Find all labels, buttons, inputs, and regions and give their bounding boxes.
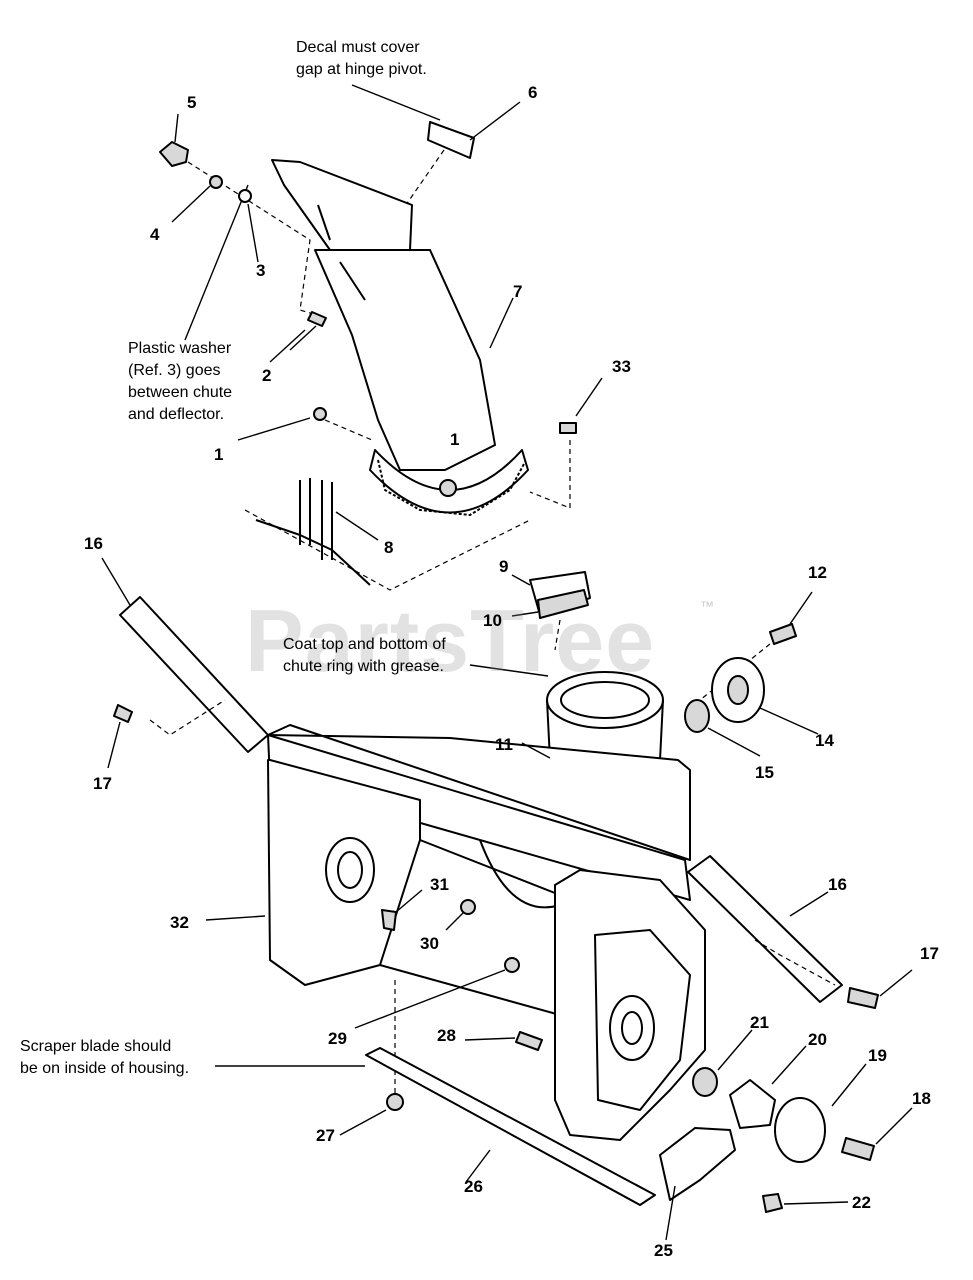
- scraper-note: Scraper blade should be on inside of hou…: [20, 1036, 189, 1080]
- part-label-25: 25: [654, 1241, 673, 1260]
- part-label-12: 12: [808, 563, 827, 582]
- watermark: PartsTree: [245, 591, 656, 690]
- part-label-11: 11: [495, 735, 513, 754]
- part-label-29: 29: [328, 1029, 347, 1048]
- part-label-20: 20: [808, 1030, 827, 1049]
- chute-gear-ring: [369, 449, 529, 514]
- bolt-28: [515, 1031, 543, 1051]
- part-label-15: 15: [755, 763, 774, 782]
- chute-bolt: [439, 479, 457, 497]
- part-label-21: 21: [750, 1013, 769, 1032]
- impeller-tube-right: [687, 855, 843, 1003]
- part-label-8: 8: [384, 538, 394, 557]
- skid-shoe: [659, 1127, 736, 1201]
- bearing-21: [692, 1067, 718, 1097]
- decal-note-leader: [351, 84, 441, 121]
- cover-19: [774, 1097, 826, 1163]
- housing-top: [267, 724, 691, 861]
- part-label-18: 18: [912, 1089, 931, 1108]
- housing-right-side: [554, 869, 706, 1141]
- chute-nut: [313, 407, 327, 421]
- part-label-26: 26: [464, 1177, 483, 1196]
- part-label-3: 3: [256, 261, 266, 280]
- chute-block: [537, 589, 589, 619]
- part-label-17: 17: [920, 944, 939, 963]
- trademark-symbol: ™: [700, 598, 714, 614]
- decal-note-line: gap at hinge pivot.: [296, 61, 427, 78]
- grease-note-line: chute ring with grease.: [283, 658, 444, 675]
- part-label-10: 10: [483, 611, 502, 630]
- bolt-18: [841, 1137, 875, 1161]
- washer-3: [238, 189, 252, 203]
- part-label-19: 19: [868, 1046, 887, 1065]
- decal-note: Decal must cover gap at hinge pivot.: [296, 37, 427, 81]
- bolt-31: [381, 909, 397, 931]
- auger: [479, 839, 561, 909]
- scraper-blade: [365, 1047, 656, 1206]
- flange-20: [729, 1079, 776, 1129]
- washer-note-leader: [184, 184, 249, 341]
- part-label-7: 7: [513, 282, 523, 301]
- part-label-4: 4: [150, 225, 160, 244]
- chute-deflector: [271, 159, 413, 256]
- part-label-17: 17: [93, 774, 112, 793]
- part-label-32: 32: [170, 913, 189, 932]
- part-label-1: 1: [450, 430, 460, 449]
- scraper-note-line: Scraper blade should: [20, 1038, 172, 1055]
- bearing: [684, 699, 710, 733]
- washer-note: Plastic washer (Ref. 3) goes between chu…: [128, 338, 232, 426]
- nut-22: [762, 1193, 783, 1213]
- part-label-1: 1: [214, 445, 224, 464]
- part-label-16: 16: [828, 875, 847, 894]
- part-label-9: 9: [499, 557, 509, 576]
- discharge-chute: [314, 249, 496, 471]
- part-label-5: 5: [187, 93, 197, 112]
- part-label-28: 28: [437, 1026, 456, 1045]
- part-label-33: 33: [612, 357, 631, 376]
- part-label-2: 2: [262, 366, 272, 385]
- washer-note-line: between chute: [128, 384, 233, 401]
- part-label-22: 22: [852, 1193, 871, 1212]
- decal-note-line: Decal must cover: [296, 39, 420, 56]
- washer-note-line: and deflector.: [128, 406, 225, 423]
- bolt-12: [769, 623, 797, 645]
- nut-27: [386, 1093, 404, 1111]
- grease-note-leader: [469, 664, 549, 677]
- bolt-17-left: [113, 704, 133, 723]
- decal: [427, 121, 475, 159]
- grease-note: Coat top and bottom of chute ring with g…: [283, 634, 446, 678]
- nut-29: [504, 957, 520, 973]
- part-label-27: 27: [316, 1126, 335, 1145]
- bolt-33: [559, 422, 577, 434]
- housing-left-side: [267, 759, 421, 986]
- knob: [159, 141, 189, 167]
- nut-30: [460, 899, 476, 915]
- washer-4: [209, 175, 223, 189]
- scraper-note-line: be on inside of housing.: [20, 1060, 190, 1077]
- part-label-31: 31: [430, 875, 449, 894]
- part-label-16: 16: [84, 534, 103, 553]
- bolt-17-right: [847, 987, 879, 1009]
- part-label-30: 30: [420, 934, 439, 953]
- washer-note-line: Plastic washer: [128, 340, 232, 357]
- part-label-14: 14: [815, 731, 834, 750]
- part-label-6: 6: [528, 83, 538, 102]
- chute-crank-bracket: [255, 478, 371, 586]
- grease-note-line: Coat top and bottom of: [283, 636, 446, 653]
- bolt-2: [307, 311, 327, 327]
- washer-note-line: (Ref. 3) goes: [128, 362, 221, 379]
